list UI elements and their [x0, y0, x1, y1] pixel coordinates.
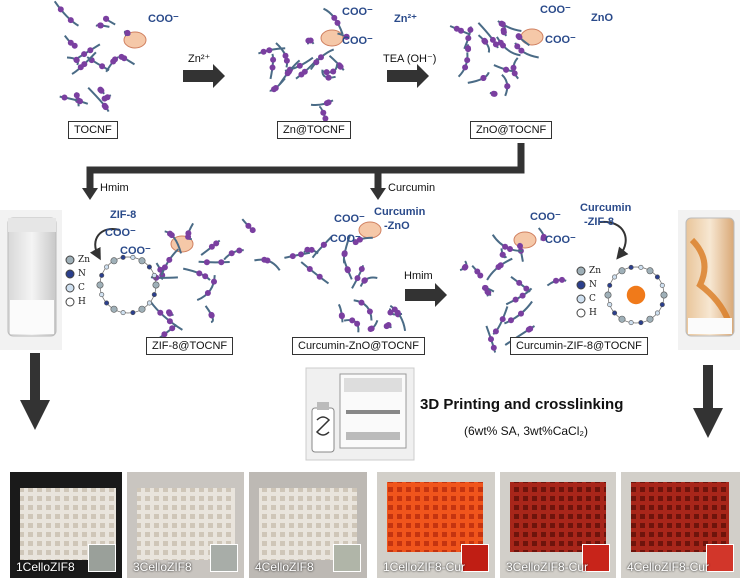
legend-zn-2: Zn	[589, 266, 602, 276]
coo-label-5: COO⁻	[545, 34, 576, 46]
inset-4	[461, 544, 489, 572]
coo-mid-1: COO⁻	[105, 227, 136, 239]
printer-photo	[305, 367, 415, 461]
legend-atom-2	[65, 283, 75, 293]
coo-label-4: COO⁻	[540, 4, 571, 16]
arrow2-label: TEA (OH⁻)	[383, 53, 437, 65]
coo-mid-5: COO⁻	[530, 211, 561, 223]
curcumin-zno-line2: -ZnO	[384, 220, 410, 232]
inset-3	[333, 544, 361, 572]
legend-atom-1	[65, 269, 75, 279]
legend-c-2: C	[589, 294, 596, 304]
zn2-label: Zn²⁺	[394, 13, 417, 25]
down-arrows	[20, 353, 723, 438]
network-tocnf	[53, 0, 147, 113]
curcumin-label: Curcumin	[388, 182, 436, 194]
legend-c: C	[78, 283, 85, 293]
legend-zn: Zn	[78, 255, 91, 265]
legend-atom-3	[65, 297, 75, 307]
curcumin-zif8-line1: Curcumin	[580, 202, 632, 214]
legend-atom-b-1	[576, 280, 586, 290]
vial-orange	[678, 210, 740, 350]
curcumin-zif8-line2: -ZIF-8	[584, 216, 614, 228]
zif8-cage	[96, 254, 160, 316]
network-zno-tocnf	[449, 20, 544, 97]
coo-mid-6: COO⁻	[545, 234, 576, 246]
curcumin-zno-line1: Curcumin	[374, 206, 426, 218]
legend-h: H	[78, 297, 86, 307]
legend-atom-b-3	[576, 308, 586, 318]
inset-6	[706, 544, 734, 572]
zif8-cages	[65, 254, 668, 326]
box-zno-tocnf: ZnO@TOCNF	[470, 121, 553, 139]
network-curcumin-zif8	[459, 227, 567, 353]
sample-label-5: 3CelloZIF8-Cur	[506, 560, 589, 574]
zno-label: ZnO	[591, 12, 613, 24]
inset-1	[88, 544, 116, 572]
box-zn-tocnf: Zn@TOCNF	[277, 121, 351, 139]
top-arrows	[183, 64, 429, 88]
coo-label-1: COO⁻	[148, 13, 179, 25]
sample-label-3: 4CelloZIF8	[255, 560, 314, 574]
legend-atom-0	[65, 255, 75, 265]
sample-photo-3: 4CelloZIF8	[249, 472, 367, 578]
box-curcumin-zno-tocnf: Curcumin-ZnO@TOCNF	[292, 337, 425, 355]
box-curcumin-zif8-tocnf: Curcumin-ZIF-8@TOCNF	[510, 337, 648, 355]
network-zif8	[149, 218, 281, 339]
curcumin-zif8-cage	[604, 264, 668, 326]
sample-label-6: 4CelloZIF8-Cur	[627, 560, 710, 574]
coo-mid-2: COO⁻	[120, 245, 151, 257]
sample-photo-1: 1CelloZIF8	[10, 472, 122, 578]
legend-n-2: N	[589, 280, 597, 290]
inset-2	[210, 544, 238, 572]
printing-subtitle: (6wt% SA, 3wt%CaCl₂)	[464, 424, 589, 438]
tocnf-networks	[53, 0, 567, 353]
legend-h-2: H	[589, 308, 597, 318]
hmim2-label: Hmim	[404, 270, 433, 282]
legend-atom-b-0	[576, 266, 586, 276]
inset-5	[582, 544, 610, 572]
hmim-label: Hmim	[100, 182, 129, 194]
coo-mid-3: COO⁻	[334, 213, 365, 225]
coo-label-2: COO⁻	[342, 6, 373, 18]
coo-mid-4: COO⁻	[330, 233, 361, 245]
vial-white	[0, 210, 62, 350]
coo-label-3: COO⁻	[342, 35, 373, 47]
legend-n: N	[78, 269, 86, 279]
sample-photo-2: 3CelloZIF8	[127, 472, 244, 578]
sample-label-1: 1CelloZIF8	[16, 560, 75, 574]
arrow1-label: Zn²⁺	[188, 53, 211, 65]
sample-label-2: 3CelloZIF8	[133, 560, 192, 574]
box-tocnf: TOCNF	[68, 121, 118, 139]
split-arrows	[86, 143, 525, 190]
box-zif8-tocnf: ZIF-8@TOCNF	[146, 337, 234, 355]
sample-photo-6: 4CelloZIF8-Cur	[621, 472, 740, 578]
sample-label-4: 1CelloZIF8-Cur	[383, 560, 466, 574]
sample-photo-4: 1CelloZIF8-Cur	[377, 472, 495, 578]
legend-atom-b-2	[576, 294, 586, 304]
zif8-label: ZIF-8	[110, 209, 137, 221]
network-curcumin-zno	[284, 221, 407, 333]
sample-photo-5: 3CelloZIF8-Cur	[500, 472, 616, 578]
printing-title: 3D Printing and crosslinking	[420, 396, 624, 413]
network-zn-tocnf	[258, 7, 350, 124]
